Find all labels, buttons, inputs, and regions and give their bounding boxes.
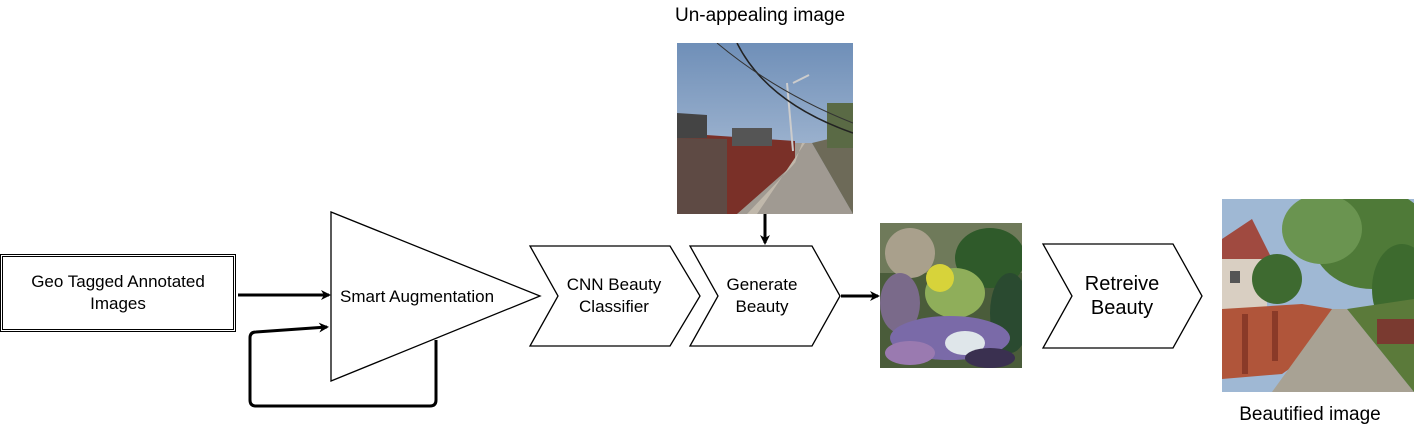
- unappealing-street-image: [677, 43, 853, 214]
- cnn-classifier-label: CNN Beauty Classifier: [553, 272, 675, 320]
- generate-label-line1: Generate: [726, 275, 798, 294]
- geo-box-line1: Geo Tagged Annotated: [31, 272, 205, 291]
- augmentation-triangle: [330, 211, 542, 382]
- generate-chevron: [688, 245, 841, 347]
- cnn-label-line2: Classifier: [579, 297, 649, 316]
- retrieve-beauty-label: Retreive Beauty: [1062, 270, 1182, 322]
- cnn-label-line1: CNN Beauty: [566, 275, 662, 294]
- geo-tagged-images-box: Geo Tagged Annotated Images: [0, 254, 236, 332]
- smart-augmentation-label: Smart Augmentation: [340, 287, 495, 306]
- unappealing-caption: Un-appealing image: [674, 5, 846, 26]
- generate-label-line2: Beauty: [735, 297, 789, 316]
- cnn-chevron: [528, 245, 701, 347]
- retrieve-chevron: [1041, 243, 1203, 349]
- generated-image: [880, 223, 1022, 368]
- generate-beauty-label: Generate Beauty: [710, 272, 814, 320]
- retrieve-label-line1: Retreive: [1084, 273, 1160, 295]
- retrieve-label-line2: Beauty: [1090, 297, 1154, 319]
- beautified-caption: Beautified image: [1239, 404, 1381, 425]
- beautified-street-image: [1222, 199, 1414, 392]
- geo-box-line2: Images: [90, 294, 146, 313]
- arrow-feedback-loop: [248, 322, 438, 408]
